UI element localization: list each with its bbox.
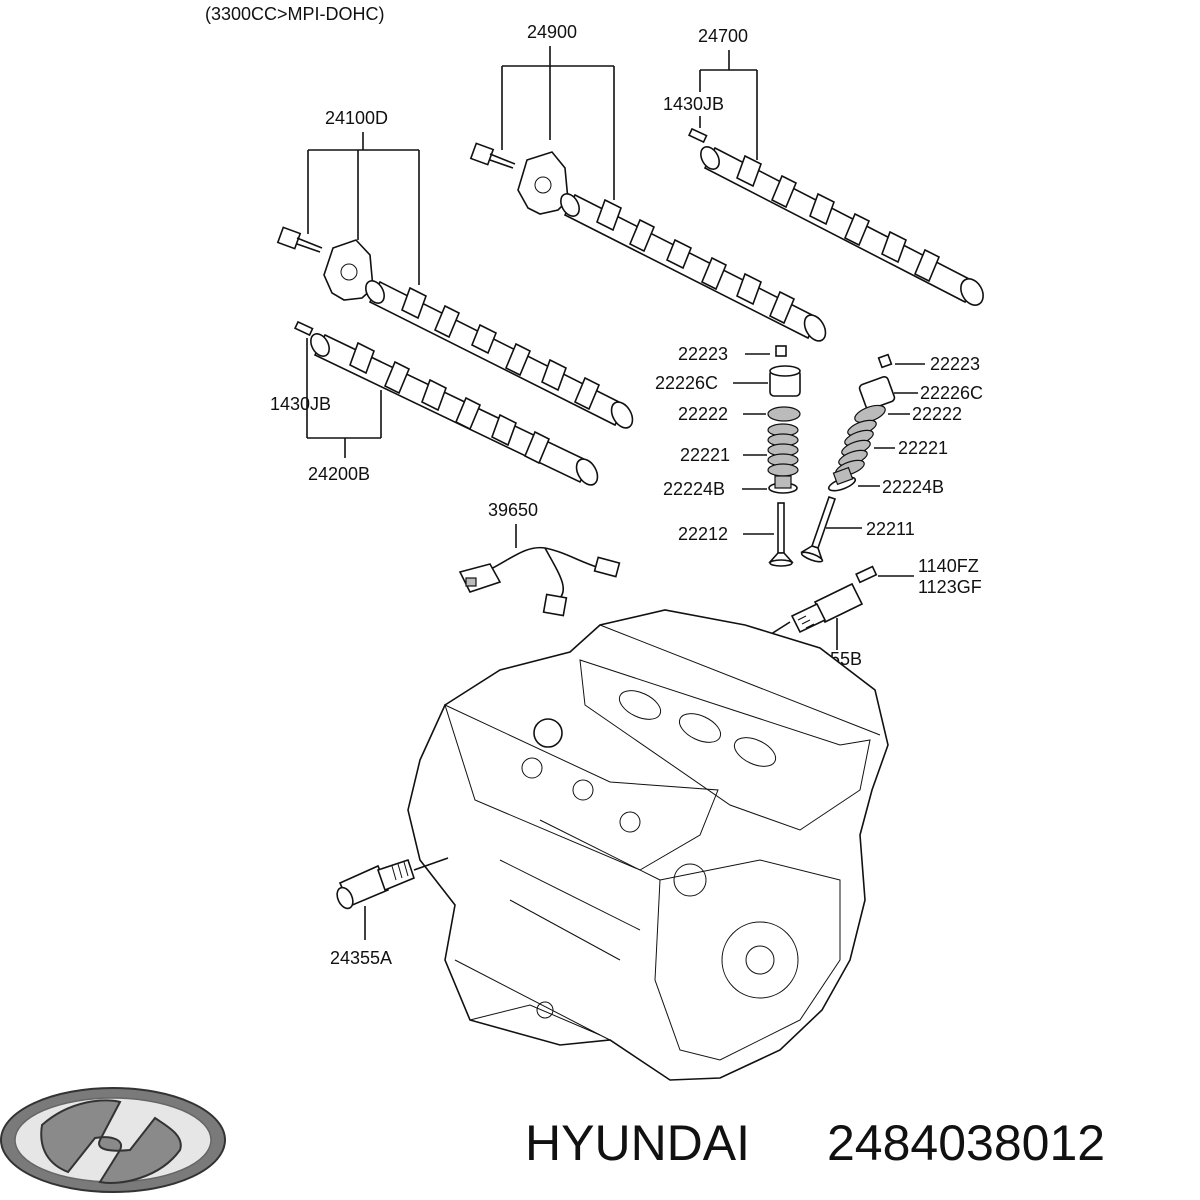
label-1430jb-top: 1430JB [663, 94, 724, 114]
camshaft-24200b: 1430JB 24200B [270, 320, 599, 486]
label-24700: 24700 [698, 26, 748, 46]
connector-branch-1 [593, 556, 621, 578]
valve-spring-right [835, 419, 877, 477]
sprocket-24100d [323, 239, 374, 301]
label-24355a: 24355A [330, 948, 392, 968]
connector-branch-2 [542, 593, 568, 617]
valve-cotter-left [775, 345, 787, 357]
part-number: 2484038012 [827, 1115, 1105, 1171]
bolt-24100d [276, 226, 323, 253]
label-22222-left: 22222 [678, 404, 728, 424]
oil-control-valve-24355a: 24355A [330, 857, 449, 968]
hyundai-logo [0, 1087, 226, 1193]
valve-retainer-right [858, 375, 896, 411]
label-39650: 39650 [488, 500, 538, 520]
label-24900: 24900 [527, 22, 577, 42]
spring-seat-left [767, 406, 801, 422]
camshaft-shaft-24200b [310, 333, 599, 486]
valve-retainer-left [769, 365, 801, 397]
label-1140fz: 1140FZ [918, 556, 979, 576]
label-22226c-right: 22226C [920, 383, 983, 403]
wiring-harness-39650: 39650 [458, 500, 621, 617]
label-22212: 22212 [678, 524, 728, 544]
valve-stem-seal-right [827, 466, 857, 492]
label-22211: 22211 [866, 519, 915, 539]
valve-cotter-right [877, 353, 893, 369]
camshaft-shaft-24900 [560, 193, 827, 342]
engine-block [407, 609, 889, 1081]
valve-22212 [768, 502, 794, 567]
connector-main [458, 563, 502, 593]
label-22221-right: 22221 [898, 438, 948, 458]
valve-22211 [800, 495, 837, 563]
label-1123gf: 1123GF [918, 577, 982, 597]
label-1430jb-left: 1430JB [270, 394, 331, 414]
camshaft-24700: 24700 1430JB [663, 26, 984, 306]
label-22224b-left: 22224B [663, 479, 725, 499]
valve-assembly-right: 22223 22226C 22222 22221 22224B 2 [800, 353, 983, 563]
label-22223-left: 22223 [678, 344, 728, 364]
bolt-1140fz [855, 565, 878, 584]
dowel-pin-top [687, 127, 708, 144]
sprocket-24900 [517, 151, 569, 215]
valve-spring-left [767, 423, 799, 477]
label-22223-right: 22223 [930, 354, 980, 374]
label-22222-right: 22222 [912, 404, 962, 424]
label-24100d: 24100D [325, 108, 388, 128]
valve-assembly-left: 22223 22226C 22222 22221 22224B 22212 [655, 344, 801, 567]
brand-name: HYUNDAI [525, 1115, 750, 1171]
camshaft-shaft-24700 [700, 146, 984, 306]
bolt-24900 [469, 142, 516, 169]
camshaft-24100d: 24100D [276, 108, 634, 429]
valve-stem-seal-left [768, 475, 798, 494]
label-22221-left: 22221 [680, 445, 730, 465]
label-22226c-left: 22226C [655, 373, 718, 393]
engine-note: (3300CC>MPI-DOHC) [205, 4, 385, 24]
label-24200b: 24200B [308, 464, 370, 484]
camshaft-24900: 24900 [469, 22, 827, 342]
label-22224b-right: 22224B [882, 477, 944, 497]
ocv-body-24355b [790, 582, 864, 634]
camshaft-shaft-24100d [365, 280, 634, 429]
dowel-pin-left [293, 320, 314, 337]
